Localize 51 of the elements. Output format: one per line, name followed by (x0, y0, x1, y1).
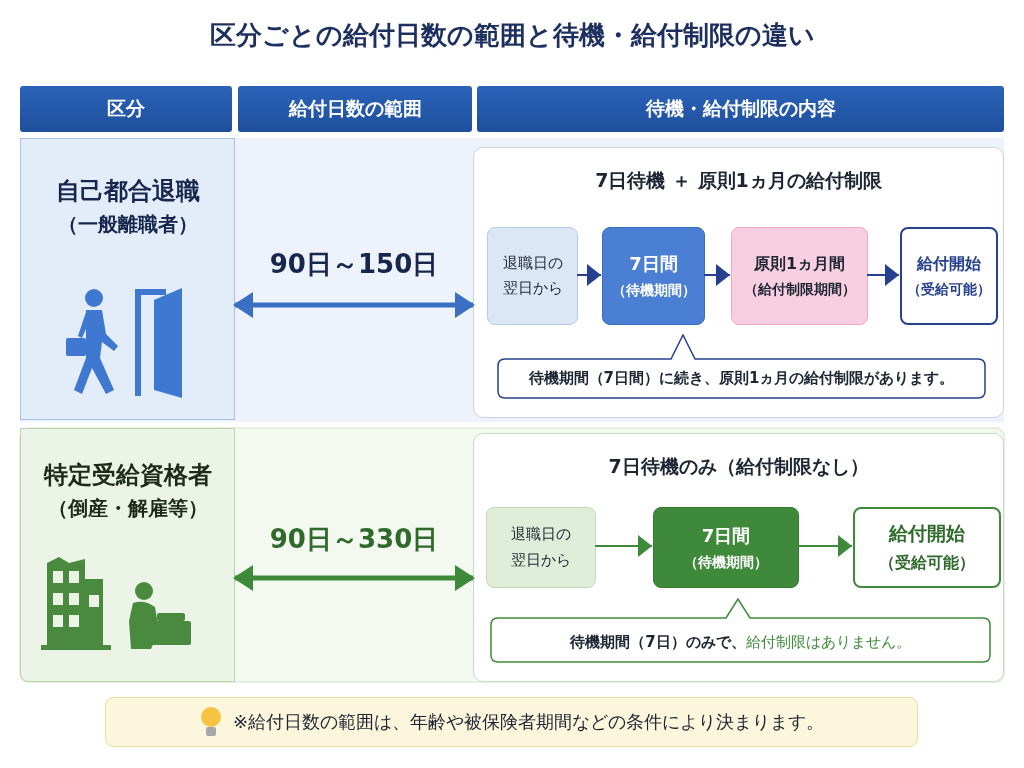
flow-panel (473, 147, 1004, 418)
callout-bubble (490, 598, 991, 663)
callout-text: 待機期間（7日）のみで、給付制限はありません。 (570, 633, 911, 652)
double-arrow (233, 292, 475, 318)
column-header (20, 86, 232, 132)
step-subtitle: （給付制限期間） (743, 280, 856, 299)
chevron-arrow (866, 264, 900, 286)
step-title: 7日間 (629, 252, 678, 276)
chevron-arrow (576, 264, 602, 286)
range-label: 90日～330日 (268, 523, 440, 556)
category-cell (20, 428, 235, 682)
callout-text: 待機期間（7日間）に続き、原則1ヵ月の給付制限があります。 (528, 369, 955, 388)
step-title: 給付開始 (889, 521, 965, 546)
step-text: 退職日の翌日から (510, 524, 572, 571)
step-box (602, 227, 705, 325)
note-box (105, 697, 918, 747)
chevron-arrow (594, 535, 653, 557)
callout-bubble (497, 334, 986, 399)
step-box (653, 507, 799, 588)
header-text: 給付日数の範囲 (288, 96, 422, 121)
title: 区分ごとの給付日数の範囲と待機・給付制限の違い (208, 19, 816, 52)
chevron-arrow (797, 535, 853, 557)
step-subtitle: （受給可能） (879, 553, 975, 574)
panel-title: 7日待機 ＋ 原則1ヵ月の給付制限 (595, 168, 882, 193)
step-title: 原則1ヵ月間 (753, 253, 846, 275)
step-box (900, 227, 998, 325)
category-title: 特定受給資格者 (43, 460, 212, 491)
step-text: 退職日の翌日から (501, 252, 564, 299)
step-subtitle: （待機期間） (611, 282, 696, 300)
category-cell (20, 138, 235, 420)
step-title: 給付開始 (917, 253, 981, 275)
chevron-arrow (703, 264, 731, 286)
column-header (238, 86, 472, 132)
double-arrow (233, 565, 475, 591)
flow-panel (473, 433, 1004, 682)
header-text: 区分 (107, 96, 145, 121)
range-label: 90日～150日 (268, 248, 440, 281)
step-title: 7日間 (701, 523, 751, 548)
step-box (731, 227, 868, 325)
note-text: ※給付日数の範囲は、年齢や被保険者期間などの条件により決まります。 (232, 710, 825, 734)
category-subtitle: （一般離職者） (57, 211, 198, 238)
header-text: 待機・給付制限の内容 (645, 96, 836, 121)
step-subtitle: （受給可能） (907, 280, 991, 299)
column-header (477, 86, 1004, 132)
panel-title: 7日待機のみ（給付制限なし） (608, 454, 869, 479)
step-subtitle: （待機期間） (684, 553, 768, 572)
step-box (853, 507, 1001, 588)
category-subtitle: （倒産・解雇等） (47, 495, 208, 522)
step-box (487, 227, 578, 325)
step-box (486, 507, 596, 588)
category-title: 自己都合退職 (55, 176, 200, 207)
